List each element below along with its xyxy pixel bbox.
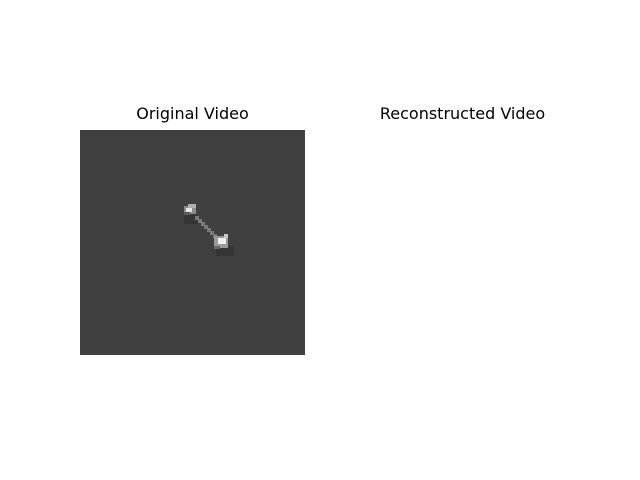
video-frame-image [184,204,234,256]
lower-bob [214,234,228,249]
original-video-frame [80,130,305,355]
reconstructed-video-frame [350,130,575,355]
pendulum-rod [195,216,217,238]
shadow-blob [216,246,234,256]
shadow-blob [184,214,198,224]
upper-bob [184,204,196,215]
reconstructed-video-title: Reconstructed Video [379,104,546,123]
original-video-title: Original Video [136,104,249,123]
